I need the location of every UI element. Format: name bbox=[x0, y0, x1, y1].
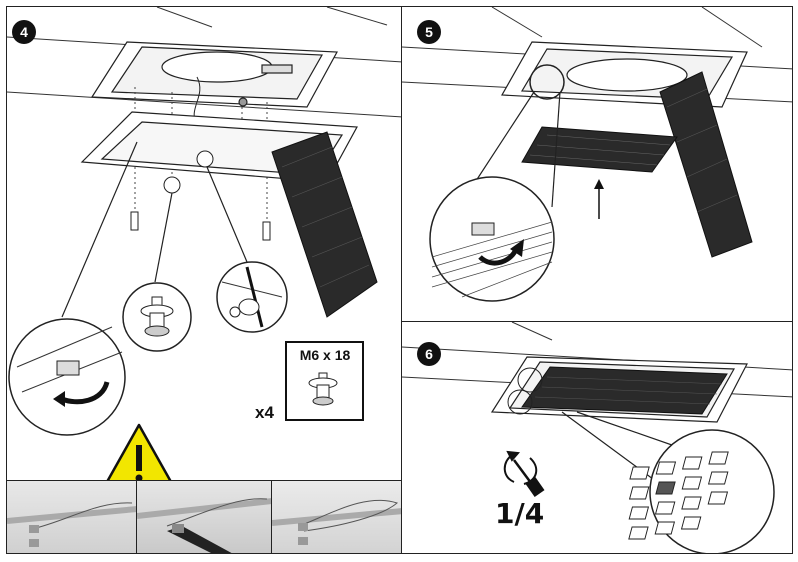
step-4-panel: 4 M6 x 18 x4 bbox=[6, 6, 402, 554]
photo-strip bbox=[7, 480, 401, 553]
screw-spec-label: M6 x 18 bbox=[299, 347, 351, 363]
rotate-arrow-icon bbox=[61, 381, 110, 405]
step-6-illustration bbox=[402, 322, 792, 553]
rotation-fraction-label: 1/4 bbox=[495, 497, 545, 530]
photo-connector-2 bbox=[137, 481, 272, 553]
step-4-illustration bbox=[7, 7, 401, 491]
screwdriver-rotate-icon bbox=[503, 450, 545, 497]
photo-connector-3 bbox=[272, 481, 401, 553]
screw-spec-illustration bbox=[308, 372, 338, 406]
step-5-illustration bbox=[402, 7, 792, 302]
step-badge: 6 bbox=[417, 342, 441, 366]
up-arrow-icon bbox=[594, 179, 604, 219]
step-badge: 5 bbox=[417, 20, 441, 44]
step-badge: 4 bbox=[12, 20, 36, 44]
photo-connector-1 bbox=[7, 481, 137, 553]
screw-quantity-label: x4 bbox=[255, 403, 274, 422]
step-6-panel: 6 1/4 bbox=[401, 321, 793, 554]
step-5-panel: 5 bbox=[401, 6, 793, 322]
